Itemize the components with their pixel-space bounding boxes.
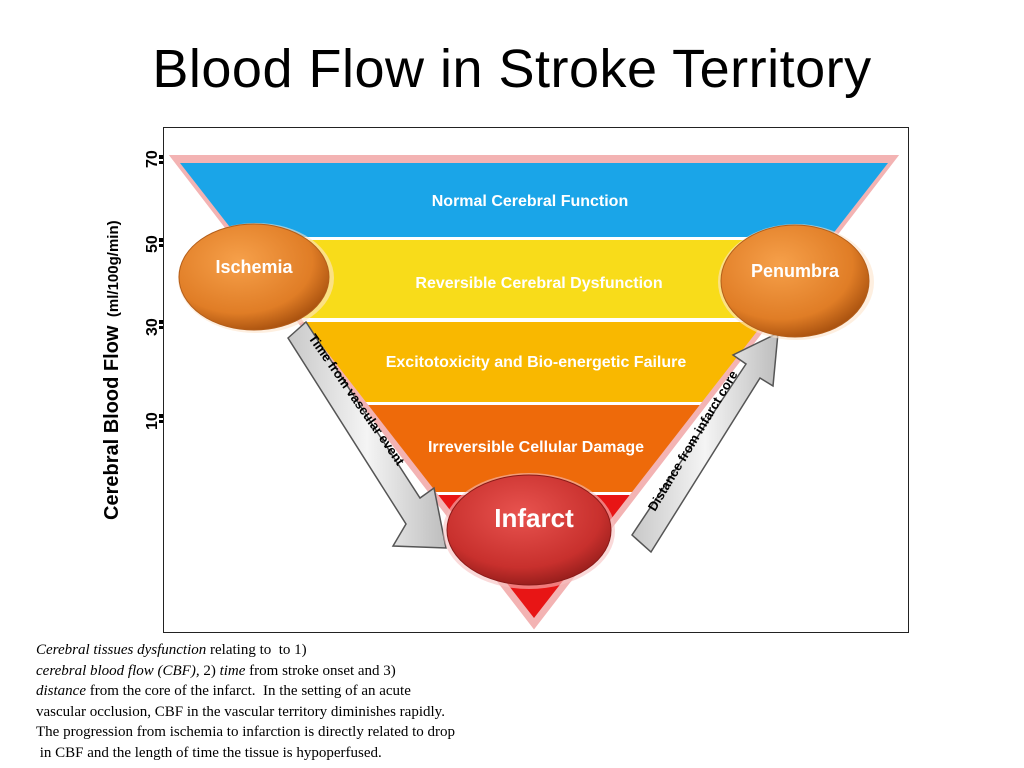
y-axis-title-unit: (ml/100g/min) — [105, 220, 122, 317]
caption-line-1: Cerebral tissues dysfunction relating to… — [36, 640, 556, 661]
tick-label-10: 10 — [144, 412, 161, 430]
caption-text: The progression from ischemia to infarct… — [36, 724, 456, 740]
caption-text: from the core of the infarct. In the set… — [86, 683, 411, 699]
caption-text: in CBF and the length of time the tissue… — [36, 744, 382, 761]
caption-line-2: cerebral blood flow (CBF), 2) time from … — [36, 661, 556, 682]
caption-term-time: time — [219, 662, 246, 679]
caption-text: vascular occlusion, CBF in the vascular … — [36, 703, 445, 720]
y-axis-title-main: Cerebral Blood Flow — [101, 325, 123, 520]
y-axis-title: Cerebral Blood Flow (ml/100g/min) — [101, 220, 123, 520]
y-axis-ticks: 70 50 30 10 — [144, 150, 163, 430]
caption-line-3: distance from the core of the infarct. I… — [36, 681, 556, 702]
tick-label-30: 30 — [144, 318, 161, 336]
caption-line-5: The progression from ischemia to infarct… — [36, 722, 556, 743]
caption-text: 2) — [199, 662, 220, 679]
caption-term-distance: distance — [36, 683, 86, 699]
caption-text: from stroke onset and 3) — [245, 662, 396, 679]
tick-label-50: 50 — [144, 235, 161, 253]
tick-label-70: 70 — [144, 150, 161, 168]
caption-line-4: vascular occlusion, CBF in the vascular … — [36, 702, 556, 723]
slide-title: Blood Flow in Stroke Territory — [152, 39, 872, 99]
caption-term-cbf: cerebral blood flow (CBF), — [36, 662, 200, 679]
caption-text: relating to to 1) — [206, 642, 307, 658]
caption: Cerebral tissues dysfunction relating to… — [36, 640, 556, 763]
caption-line-6: in CBF and the length of time the tissue… — [36, 743, 556, 764]
figure-frame — [163, 127, 909, 633]
caption-term-dysfunction: Cerebral tissues dysfunction — [36, 642, 207, 658]
svg-text:Cerebral Blood Flow (ml/: Cerebral Blood Flow (ml/100g/min) — [101, 220, 123, 520]
